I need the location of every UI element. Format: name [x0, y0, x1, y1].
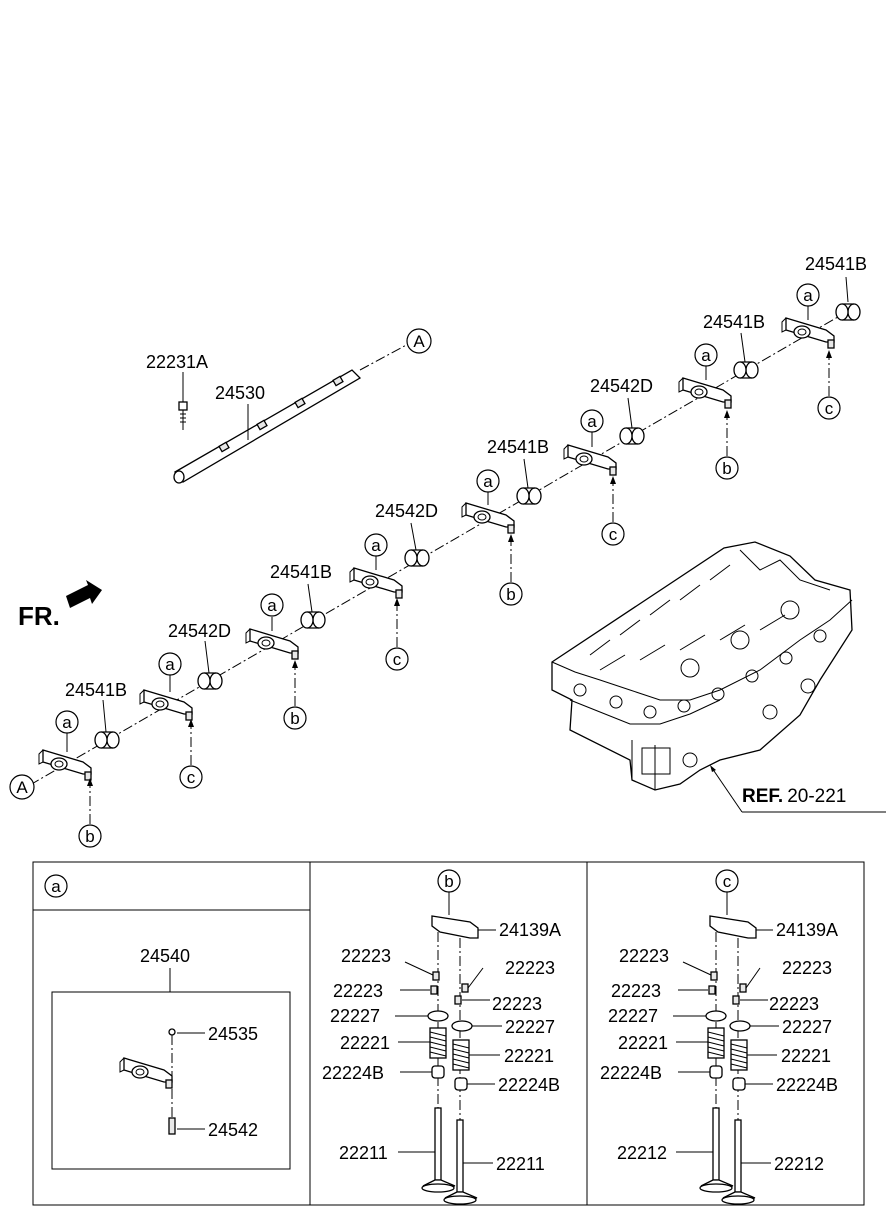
- svg-text:b: b: [722, 459, 731, 478]
- svg-text:22223: 22223: [769, 994, 819, 1014]
- svg-text:22212: 22212: [774, 1154, 824, 1174]
- svg-text:a: a: [165, 655, 175, 674]
- svg-text:22212: 22212: [617, 1143, 667, 1163]
- rocker-arm-detail: [119, 1057, 173, 1089]
- svg-text:c: c: [393, 650, 402, 669]
- front-direction-arrow: FR.: [18, 580, 102, 631]
- label-24535: 24535: [208, 1024, 258, 1044]
- svg-text:22224B: 22224B: [600, 1063, 662, 1083]
- svg-text:22223: 22223: [341, 946, 391, 966]
- ref-label: REF.20-221: [742, 786, 846, 807]
- cylinder-head-illustration: [551, 541, 853, 791]
- rocker-assembly-box: [51, 991, 291, 1170]
- svg-text:22223: 22223: [619, 946, 669, 966]
- svg-text:a: a: [267, 596, 277, 615]
- rocker-arm-2: [139, 689, 193, 721]
- svg-text:22211: 22211: [339, 1143, 388, 1163]
- svg-text:22221: 22221: [504, 1046, 554, 1066]
- svg-text:b: b: [290, 709, 299, 728]
- callouts-A: A A: [9, 328, 432, 800]
- fr-label: FR.: [18, 601, 60, 631]
- svg-text:22227: 22227: [608, 1006, 658, 1026]
- callouts-c: c c c c: [179, 396, 841, 789]
- label-24542: 24542: [208, 1120, 258, 1140]
- rocker-arm-8: [781, 317, 835, 349]
- spacer-24541B-4: [733, 361, 759, 379]
- svg-text:a: a: [51, 877, 61, 896]
- shaft-axis-upper: [359, 342, 411, 371]
- svg-text:22227: 22227: [330, 1006, 380, 1026]
- svg-text:a: a: [701, 346, 711, 365]
- spacer-24542D-1: [197, 672, 223, 690]
- rocker-arm-5: [461, 502, 515, 534]
- spacer-24542D-3: [619, 427, 645, 445]
- panel-c: c 24139A 22223 22223 22223 22223 22227 2…: [600, 869, 838, 1205]
- label-24542D-1: 24542D: [168, 621, 231, 641]
- svg-text:22221: 22221: [781, 1046, 831, 1066]
- svg-text:b: b: [85, 827, 94, 846]
- rocker-arm-7: [678, 377, 732, 409]
- label-24541B-3: 24541B: [487, 437, 549, 457]
- label-24541B-4: 24541B: [703, 312, 765, 332]
- label-24542D-3: 24542D: [590, 376, 653, 396]
- svg-text:24139A: 24139A: [499, 920, 561, 940]
- svg-text:A: A: [413, 332, 425, 351]
- svg-text:a: a: [371, 536, 381, 555]
- rocker-arm-3: [245, 628, 299, 660]
- svg-text:22223: 22223: [333, 981, 383, 1001]
- svg-text:22223: 22223: [782, 958, 832, 978]
- svg-text:a: a: [803, 286, 813, 305]
- label-22231A: 22231A: [146, 352, 208, 372]
- label-24540: 24540: [140, 946, 190, 966]
- ref-leader: [711, 767, 743, 813]
- label-24541B-1: 24541B: [65, 680, 127, 700]
- spacer-24541B-3: [516, 487, 542, 505]
- svg-text:24139A: 24139A: [776, 920, 838, 940]
- svg-text:22224B: 22224B: [776, 1075, 838, 1095]
- svg-text:22223: 22223: [492, 994, 542, 1014]
- svg-text:22224B: 22224B: [498, 1075, 560, 1095]
- svg-text:22223: 22223: [505, 958, 555, 978]
- spacer-24542D-2: [404, 549, 430, 567]
- svg-text:A: A: [16, 778, 28, 797]
- svg-text:b: b: [444, 872, 453, 891]
- spacer-24541B-5: [835, 303, 861, 321]
- svg-text:22221: 22221: [340, 1033, 390, 1053]
- svg-text:a: a: [483, 472, 493, 491]
- panel-a: a 24540 24535 24542: [44, 874, 291, 1170]
- svg-text:c: c: [723, 872, 732, 891]
- rocker-shaft: [173, 369, 362, 484]
- top-leaders: [66, 276, 849, 824]
- spacer-24541B-2: [300, 611, 326, 629]
- label-24530: 24530: [215, 383, 265, 403]
- svg-text:22227: 22227: [505, 1017, 555, 1037]
- svg-text:c: c: [825, 399, 834, 418]
- svg-text:b: b: [506, 585, 515, 604]
- panel-b: b 24139A 22223 22223 22223 22223 22227 2…: [322, 869, 561, 1205]
- label-24542D-2: 24542D: [375, 501, 438, 521]
- svg-text:22223: 22223: [611, 981, 661, 1001]
- detail-table-frame: [32, 861, 865, 1206]
- svg-text:22224B: 22224B: [322, 1063, 384, 1083]
- spacer-24541B-1: [94, 731, 120, 749]
- svg-text:c: c: [187, 768, 196, 787]
- callouts-a: a a a a a a a a: [55, 283, 820, 734]
- svg-text:a: a: [62, 713, 72, 732]
- svg-text:c: c: [609, 525, 618, 544]
- svg-text:22221: 22221: [618, 1033, 668, 1053]
- bolt-22231A: [178, 401, 188, 430]
- rocker-arm-4: [349, 567, 403, 599]
- label-24541B-2: 24541B: [270, 562, 332, 582]
- svg-text:22227: 22227: [782, 1017, 832, 1037]
- svg-text:a: a: [587, 412, 597, 431]
- svg-text:22211: 22211: [496, 1154, 545, 1174]
- callouts-b: b b b b: [78, 456, 739, 848]
- label-24541B-5: 24541B: [805, 254, 867, 274]
